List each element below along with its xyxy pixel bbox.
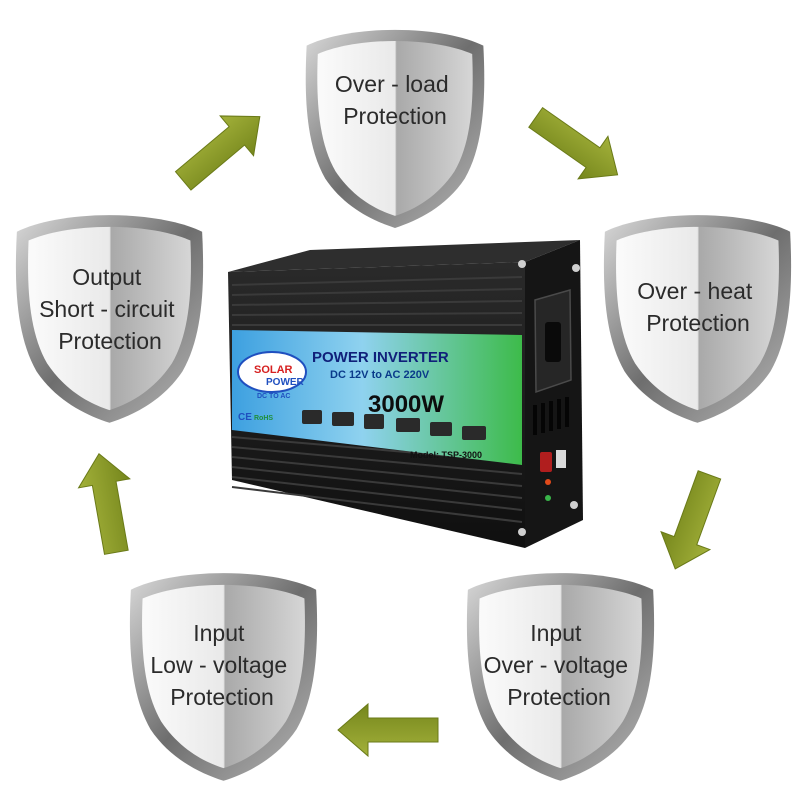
shield-input-overvoltage: Input Over - voltage Protection — [466, 573, 655, 781]
label-power-rating: 3000W — [368, 391, 444, 418]
appliance-icon — [462, 426, 486, 440]
brand-line-1: SOLAR — [254, 364, 293, 376]
screw-icon — [518, 528, 526, 536]
svg-text:Input Over - voltage: Input Over - voltage Protection — [484, 620, 635, 710]
svg-text:Output Short - circuit: Output Short - circuit Protection — [39, 264, 181, 354]
svg-text:Input Low - voltage: Input Low - voltage Protection — [150, 620, 293, 710]
svg-text:Over - load Protection: Over - load Protection — [335, 71, 455, 129]
shield-overload: Over - load Protection — [305, 29, 485, 228]
ce-mark: CE — [238, 412, 252, 423]
label-model: Model: TSP-3000 — [410, 450, 482, 460]
appliance-icon — [332, 412, 354, 426]
status-led-icon — [545, 479, 551, 485]
arrow-shortcircuit-to-overload — [174, 115, 261, 191]
shield-overvoltage-line-2: Over - voltage — [484, 652, 628, 678]
shield-shortcircuit-line-1: Output — [72, 264, 142, 290]
shield-overvoltage-line-3: Protection — [507, 684, 611, 710]
usb-port-icon — [556, 450, 566, 468]
power-switch — [540, 452, 552, 472]
solar-power-logo — [237, 351, 307, 393]
shield-overheat-line-2: Protection — [646, 310, 750, 336]
appliance-icon — [430, 422, 452, 436]
appliance-icon — [302, 410, 322, 424]
arrows — [77, 106, 722, 758]
arrow-lowvoltage-to-shortcircuit — [77, 453, 131, 555]
screw-icon — [570, 501, 578, 509]
appliance-icon — [396, 418, 420, 432]
arrow-overheat-to-overvoltage — [660, 470, 722, 570]
arrow-overvoltage-to-lowvoltage — [337, 702, 439, 758]
brand-line-3: DC TO AC — [257, 393, 290, 400]
shield-lowvoltage-line-2: Low - voltage — [150, 652, 287, 678]
brand-line-2: POWER — [266, 377, 305, 388]
shield-overload-line-2: Protection — [343, 103, 447, 129]
shields: Over - load Protection Over - heat Prote… — [15, 29, 792, 781]
status-led-icon — [545, 495, 551, 501]
appliance-icon — [364, 414, 384, 429]
shield-overload-line-1: Over - load — [335, 71, 449, 97]
shield-output-shortcircuit: Output Short - circuit Protection — [15, 215, 204, 423]
shield-overheat-line-1: Over - heat — [637, 278, 753, 304]
shield-lowvoltage-line-3: Protection — [170, 684, 274, 710]
shield-input-lowvoltage: Input Low - voltage Protection — [129, 573, 318, 781]
rohs-mark: RoHS — [254, 415, 273, 422]
shield-shortcircuit-line-2: Short - circuit — [39, 296, 175, 322]
screw-icon — [518, 260, 526, 268]
screw-icon — [572, 264, 580, 272]
heatsink-fins — [231, 276, 523, 523]
label-subtitle: DC 12V to AC 220V — [330, 369, 430, 381]
arrow-overload-to-overheat — [528, 106, 619, 180]
side-vents — [533, 397, 569, 435]
shield-lowvoltage-line-1: Input — [193, 620, 245, 646]
outlet-socket-icon — [545, 322, 561, 362]
shield-shortcircuit-line-3: Protection — [58, 328, 162, 354]
shield-overvoltage-line-1: Input — [530, 620, 582, 646]
appliance-icons — [302, 410, 486, 440]
power-inverter: SOLAR POWER DC TO AC POWER INVERTER DC 1… — [228, 240, 583, 548]
label-title: POWER INVERTER — [312, 349, 449, 366]
svg-text:Over - heat Protection: Over - heat Protection — [637, 278, 758, 336]
shield-overheat: Over - heat Protection — [603, 215, 792, 423]
